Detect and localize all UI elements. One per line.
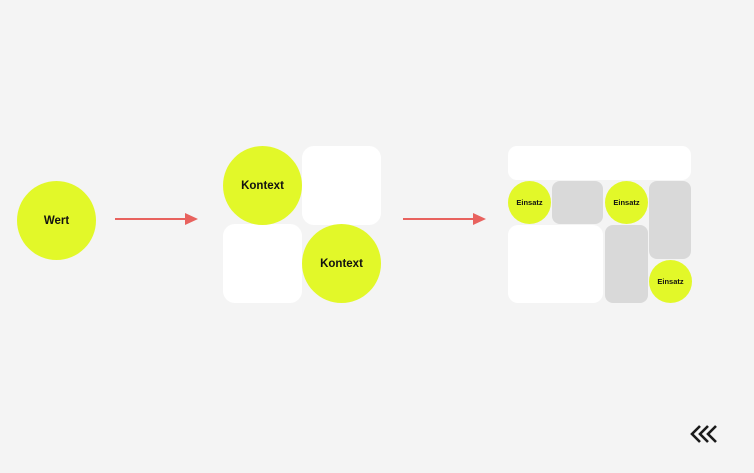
einsatz-label-3: Einsatz (657, 277, 684, 286)
arrow-1 (115, 212, 199, 226)
einsatz-label-1: Einsatz (516, 198, 543, 207)
wert-circle: Wert (17, 181, 96, 260)
arrow-2 (403, 212, 487, 226)
einsatz-label-2: Einsatz (613, 198, 640, 207)
einsatz-tile-gray-1 (552, 181, 603, 224)
kontext-tile-bottom-left (223, 224, 302, 303)
arrow-1-head (185, 213, 198, 225)
einsatz-circle-2: Einsatz (605, 181, 648, 224)
kontext-circle-1: Kontext (223, 146, 302, 225)
triple-chevron-left-icon (690, 424, 722, 444)
einsatz-tile-gray-2 (649, 181, 691, 259)
einsatz-circle-3: Einsatz (649, 260, 692, 303)
einsatz-tile-top-bar (508, 146, 691, 180)
kontext-label-2: Kontext (320, 257, 363, 270)
kontext-tile-top-right (302, 146, 381, 225)
einsatz-tile-large-white (508, 225, 603, 303)
einsatz-tile-gray-3 (605, 225, 648, 303)
kontext-label-1: Kontext (241, 179, 284, 192)
einsatz-circle-1: Einsatz (508, 181, 551, 224)
arrow-2-head (473, 213, 486, 225)
wert-label: Wert (43, 214, 70, 227)
kontext-circle-2: Kontext (302, 224, 381, 303)
